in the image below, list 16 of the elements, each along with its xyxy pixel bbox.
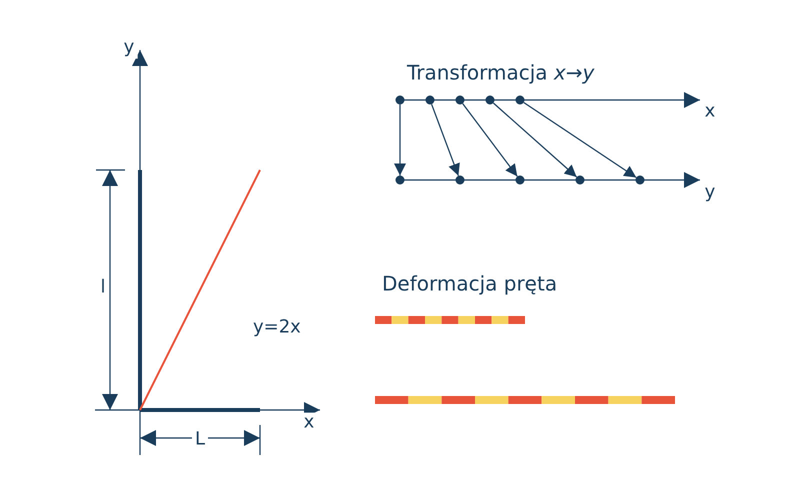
point-dot <box>426 96 434 104</box>
arrow <box>523 102 637 178</box>
arrow <box>394 104 406 176</box>
point-dot <box>396 96 404 104</box>
point-dot <box>456 96 464 104</box>
arrow <box>462 103 518 177</box>
point-dot <box>486 96 494 104</box>
point-dot <box>456 176 464 184</box>
point-dot <box>516 96 524 104</box>
point-dot <box>636 176 644 184</box>
label: Transformacja x→y <box>404 62 598 84</box>
point-dot <box>576 176 584 184</box>
arrow <box>431 104 460 176</box>
point-dot <box>516 176 524 184</box>
point-dot <box>396 176 404 184</box>
arrow <box>492 102 578 178</box>
